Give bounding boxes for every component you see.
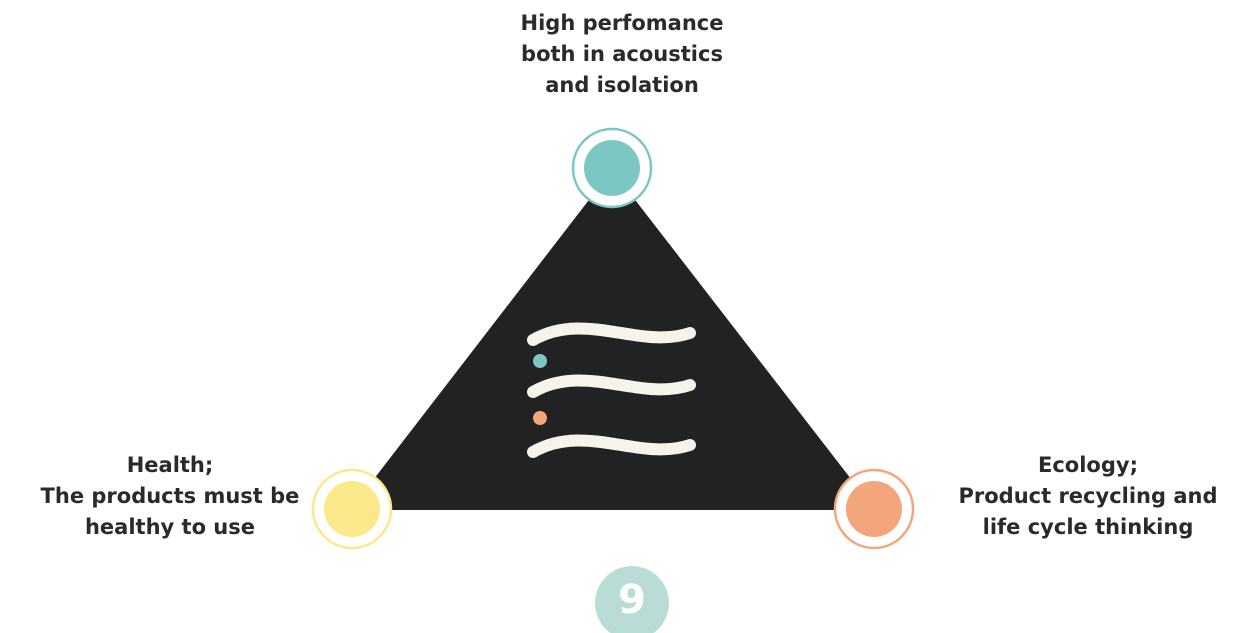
node-top-circle — [584, 140, 640, 196]
label-line: both in acoustics — [521, 42, 723, 66]
node-left-circle — [324, 481, 380, 537]
teal-dot — [533, 354, 547, 368]
label-high-performance: High perfomance both in acoustics and is… — [462, 8, 782, 101]
label-line: The products must be — [40, 484, 300, 508]
node-top — [571, 127, 653, 209]
label-line: Ecology; — [1038, 453, 1138, 477]
node-right-circle — [846, 481, 902, 537]
page-number: 9 — [618, 577, 646, 623]
wave-lines-icon — [527, 322, 696, 458]
node-right — [833, 468, 915, 550]
orange-dot — [533, 411, 547, 425]
node-left — [311, 468, 393, 550]
label-line: and isolation — [545, 73, 699, 97]
label-line: healthy to use — [84, 515, 256, 539]
wave-line — [527, 374, 696, 398]
label-line: life cycle thinking — [982, 515, 1194, 539]
label-line: High perfomance — [520, 11, 724, 35]
page-number-badge — [595, 566, 669, 633]
label-line: Health; — [126, 453, 214, 477]
triangle — [350, 170, 875, 510]
label-line: Product recycling and — [958, 484, 1218, 508]
label-ecology: Ecology; Product recycling and life cycl… — [935, 450, 1241, 543]
wave-line — [527, 322, 696, 346]
label-health: Health; The products must be healthy to … — [0, 450, 340, 543]
wave-line — [527, 434, 696, 458]
